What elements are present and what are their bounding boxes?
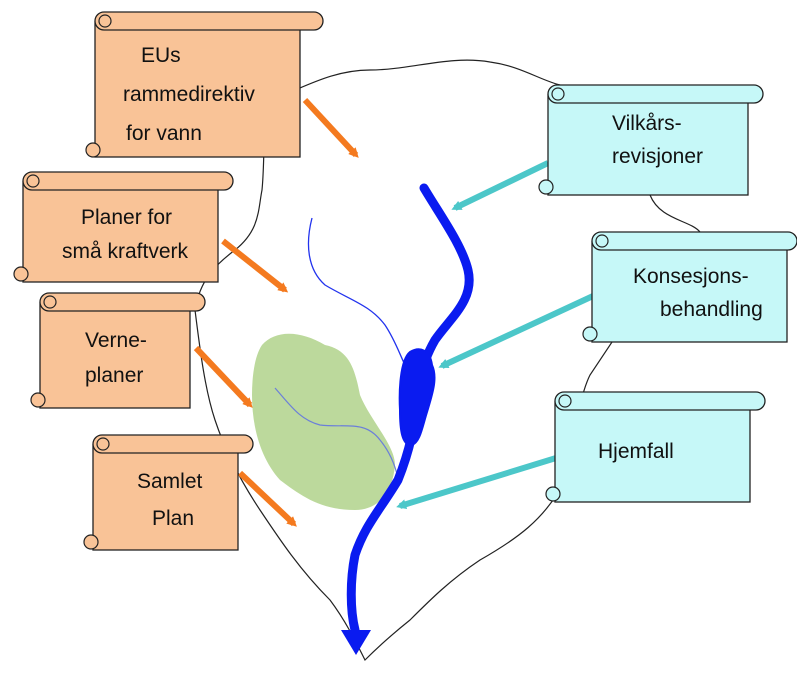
scroll-label: Planer for <box>81 206 172 229</box>
scroll-label: Konsesjons- <box>633 265 749 288</box>
scroll-icon <box>22 181 219 283</box>
scroll-label: for vann <box>126 122 202 145</box>
arrow-icon <box>221 238 289 293</box>
scroll-label: revisjoner <box>612 145 703 168</box>
scroll-label: Verne- <box>85 329 147 352</box>
scroll-icon <box>591 241 788 343</box>
arrow-icon <box>193 345 253 408</box>
scroll-term-revisions: Vilkårs- revisjoner <box>538 84 764 196</box>
lake-icon <box>398 348 436 446</box>
scroll-label: EUs <box>141 44 181 67</box>
scroll-label: Plan <box>152 507 194 530</box>
river-mouth-arrow-icon <box>341 630 371 655</box>
scroll-icon <box>94 21 301 158</box>
stream <box>274 387 399 479</box>
scroll-label: Hjemfall <box>598 440 674 463</box>
scroll-label: små kraftverk <box>62 240 189 263</box>
scroll-protection-plans: Verne- planer <box>30 292 206 409</box>
scroll-master-plan: Samlet Plan <box>83 434 254 551</box>
arrow-icon <box>438 293 595 369</box>
scroll-label: behandling <box>660 298 763 321</box>
arrow-icon <box>451 160 550 211</box>
scroll-small-power-plans: Planer for små kraftverk <box>13 171 234 283</box>
scroll-label: Samlet <box>137 470 203 493</box>
scroll-icon <box>554 401 751 503</box>
arrow-icon <box>302 97 359 158</box>
scroll-label: rammedirektiv <box>123 83 255 106</box>
scroll-icon <box>92 444 239 551</box>
scroll-icon <box>39 302 191 409</box>
scroll-licensing: Konsesjons- behandling <box>582 231 797 343</box>
scroll-reversion: Hjemfall <box>545 391 766 503</box>
arrow-icon <box>237 470 297 527</box>
scroll-icon <box>547 94 749 196</box>
catchment-outline <box>194 59 701 662</box>
scroll-label: planer <box>85 364 143 387</box>
scroll-label: Vilkårs- <box>612 112 682 135</box>
tributary <box>307 217 406 366</box>
protected-area <box>252 333 395 510</box>
scroll-eu-directive: EUs rammedirektiv for vann <box>85 11 324 158</box>
arrow-icon <box>396 455 557 510</box>
